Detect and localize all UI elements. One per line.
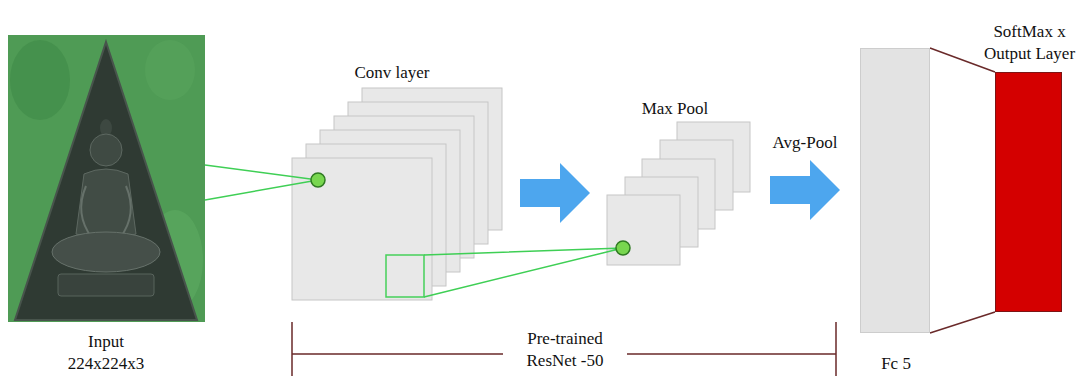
layer-label: Fc 5 <box>881 353 911 375</box>
layer-label: Max Pool <box>642 98 709 120</box>
neuron-dot <box>311 173 325 187</box>
layer-label: SoftMax x Output Layer <box>976 21 1084 65</box>
conv-feature-maps <box>292 88 502 300</box>
max-pool-stack: Max Pool <box>607 122 750 265</box>
conv-layer-stack: Conv layer <box>292 88 502 300</box>
output-layer: SoftMax x Output Layer <box>995 72 1062 312</box>
feature-map <box>607 195 680 265</box>
flow-arrow <box>770 160 840 220</box>
pooling-window <box>386 255 424 297</box>
photo-background <box>8 35 205 322</box>
pooling-field-lines <box>424 241 630 297</box>
connector-line <box>930 48 995 333</box>
block-arrow <box>770 160 840 220</box>
photo-texture <box>145 40 195 100</box>
pool-feature-maps <box>607 122 750 265</box>
buddha-head <box>90 134 122 166</box>
buddha-arms <box>81 186 131 238</box>
resnet-bracket <box>292 322 836 376</box>
layer-label: Input 224x224x3 <box>56 331 156 375</box>
photo-texture <box>10 40 70 120</box>
fc-layer: Fc 5 <box>860 48 930 333</box>
block-arrow <box>520 163 590 223</box>
edge-label: Avg-Pool <box>771 132 840 154</box>
dense-connection-lines <box>930 48 995 333</box>
amulet-base <box>58 274 154 296</box>
neuron-dot <box>616 241 630 255</box>
feature-map <box>292 158 432 300</box>
flow-arrow <box>520 163 590 223</box>
receptive-field-lines <box>205 165 325 200</box>
buddha-torso <box>76 169 136 238</box>
layer-label: Conv layer <box>354 62 429 84</box>
connector-line <box>424 248 623 297</box>
connector-line <box>205 165 318 200</box>
backbone-label: Pre-trained ResNet -50 <box>503 328 627 372</box>
buddha-lap <box>52 232 160 272</box>
amulet-triangle <box>15 42 197 320</box>
input-image: Input 224x224x3 <box>8 35 205 322</box>
